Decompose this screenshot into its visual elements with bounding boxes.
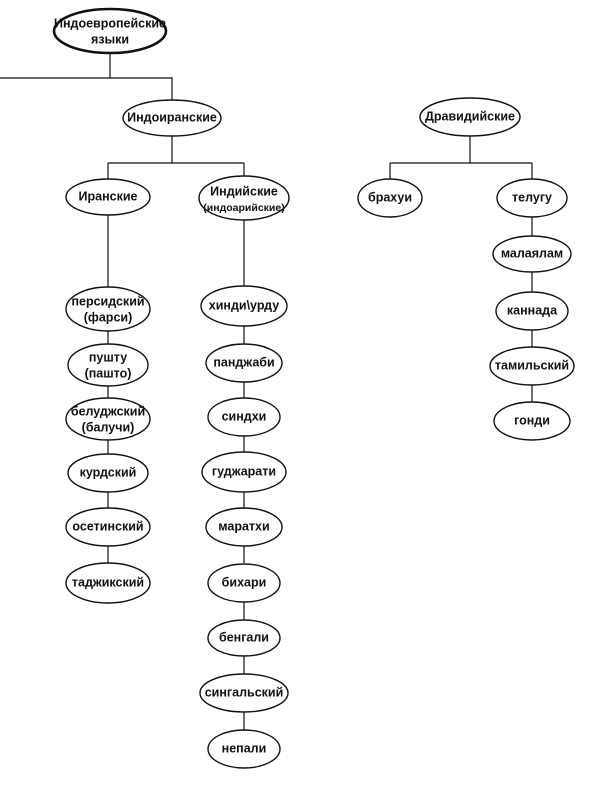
node-indic-language: бенгали xyxy=(207,619,281,657)
node-indic-language-label: бенгали xyxy=(219,630,269,644)
node-iranian-language-line2: (балучи) xyxy=(82,420,135,434)
tree-connectors xyxy=(0,52,533,730)
node-iranian-language-line1: осетинский xyxy=(72,519,143,533)
node-indic-language: панджаби xyxy=(205,343,283,383)
node-indic-language: маратхи xyxy=(205,507,283,547)
node-indo-european: Индоевропейские языки xyxy=(52,7,168,55)
node-indic: Индийские (индоарийские) xyxy=(198,175,290,221)
node-indo-iranian: Индоиранские xyxy=(122,99,222,137)
node-iranian-language-line1: персидский xyxy=(71,294,144,308)
node-iranian-language-line1: таджикский xyxy=(72,575,144,589)
node-dravidian-language: каннада xyxy=(495,291,569,331)
node-iranian: Иранские xyxy=(65,178,151,216)
node-indic-language-label: панджаби xyxy=(213,355,274,369)
node-indic-language-label: хинди\урду xyxy=(209,298,279,312)
node-dravidian-language-label: каннада xyxy=(507,303,558,317)
node-indic-language-label: непали xyxy=(222,741,267,755)
node-dravidian-language: тамильский xyxy=(489,346,575,386)
node-telugu: телугу xyxy=(496,178,568,218)
node-dravidian-language-label: гонди xyxy=(514,413,550,427)
node-dravidian-language-label: малаялам xyxy=(501,246,563,260)
node-indic-language: бихари xyxy=(207,563,281,603)
edge-root-to-indoiranian xyxy=(0,52,173,100)
node-iranian-language: белуджский (балучи) xyxy=(65,397,151,441)
node-indic-language: гуджарати xyxy=(201,451,287,493)
node-iranian-language-line1: белуджский xyxy=(71,404,145,418)
node-iranian-language-line1: курдский xyxy=(80,465,137,479)
node-indo-european-line2: языки xyxy=(91,32,129,46)
node-brahui-label: брахуи xyxy=(368,190,412,204)
node-indic-language-label: бихари xyxy=(222,575,267,589)
node-dravidian-language: малаялам xyxy=(492,235,572,273)
node-iranian-language: таджикский xyxy=(65,562,151,604)
node-dravidian-label: Дравидийские xyxy=(425,109,515,123)
node-iranian-language-line1: пушту xyxy=(89,350,127,364)
node-indic-language: сингальский xyxy=(199,673,289,713)
node-iranian-language-line2: (пашто) xyxy=(85,366,132,380)
node-indic-language-label: сингальский xyxy=(205,685,284,699)
node-iranian-label: Иранские xyxy=(79,189,138,203)
node-indic-language-label: гуджарати xyxy=(212,464,276,478)
edge-indoiranian-to-branches xyxy=(107,136,245,179)
node-indic-language: синдхи xyxy=(207,397,281,437)
node-indic-language: хинди\урду xyxy=(200,285,288,327)
edge-dravidian-to-branches xyxy=(389,136,533,179)
node-dravidian: Дравидийские xyxy=(419,97,521,137)
node-iranian-language-line2: (фарси) xyxy=(84,310,133,324)
node-dravidian-language: гонди xyxy=(493,401,571,441)
node-telugu-label: телугу xyxy=(512,190,552,204)
node-iranian-language: курдский xyxy=(67,453,149,493)
node-brahui: брахуи xyxy=(357,178,423,218)
node-iranian-language: осетинский xyxy=(65,507,151,547)
node-indo-iranian-label: Индоиранские xyxy=(127,110,217,124)
node-indic-line1: Индийские xyxy=(210,184,278,198)
node-indic-language-label: синдхи xyxy=(222,409,267,423)
node-iranian-language: пушту (пашто) xyxy=(67,343,149,387)
node-dravidian-language-label: тамильский xyxy=(495,358,569,372)
node-indo-european-line1: Индоевропейские xyxy=(54,16,166,30)
node-indic-line2: (индоарийские) xyxy=(203,202,284,214)
node-indic-language-label: маратхи xyxy=(218,519,269,533)
node-iranian-language: персидский (фарси) xyxy=(65,286,151,332)
node-indic-language: непали xyxy=(207,729,281,769)
